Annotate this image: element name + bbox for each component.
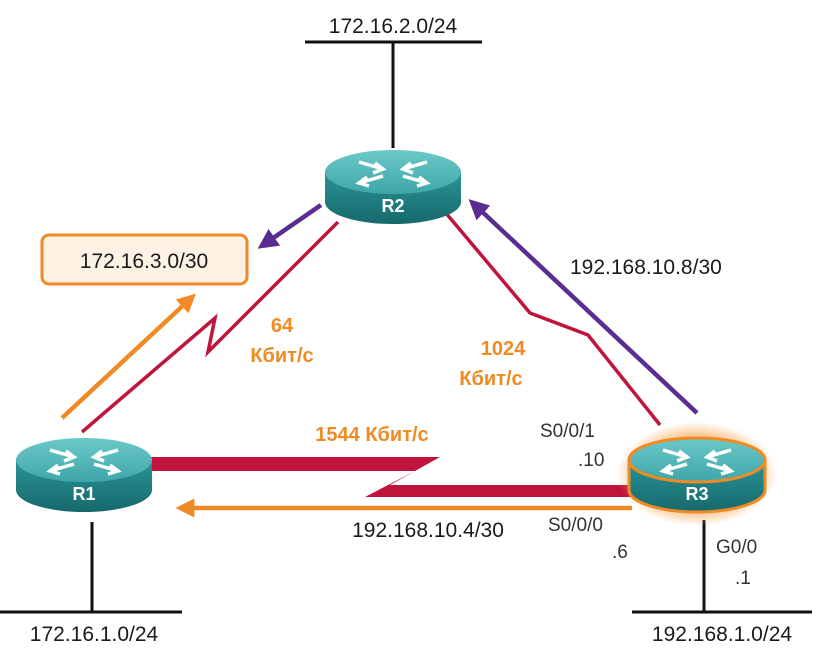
serial-link-r1-r3: [145, 457, 635, 497]
interface-ip-s000: .6: [612, 542, 628, 563]
serial-link-r2-r3: [443, 210, 662, 427]
lan-segment-r2: [305, 40, 482, 148]
router-r2[interactable]: R2: [325, 150, 461, 224]
router-r3-label: R3: [685, 484, 708, 504]
router-r1-label: R1: [72, 484, 95, 504]
interface-label-s000: S0/0/0: [548, 515, 603, 536]
router-r2-label: R2: [381, 196, 404, 216]
route-arrow-r2-to-network: [257, 203, 323, 249]
network-label-r3-lan: 192.168.1.0/24: [652, 623, 792, 646]
serial-link-r1-r2: [80, 220, 340, 434]
speed-label-r2-r3-unit: Кбит/с: [459, 368, 522, 390]
router-icon: [325, 150, 461, 224]
interface-ip-s001: .10: [578, 450, 604, 471]
lan-segment-r1: [0, 522, 182, 614]
network-label-r2-r3: 192.168.10.8/30: [570, 256, 722, 279]
route-arrow-r1-to-network: [60, 293, 196, 420]
lan-segment-r3: [632, 520, 812, 614]
route-arrow-r3-to-r2: [468, 199, 699, 415]
network-label-r1-r2: 172.16.3.0/30: [80, 250, 208, 273]
router-icon: [16, 438, 152, 512]
interface-label-s001: S0/0/1: [540, 421, 595, 442]
speed-label-r1-r2-unit: Кбит/с: [250, 345, 313, 367]
speed-label-r1-r3: 1544 Кбит/с: [315, 424, 428, 446]
network-label-r2-lan: 172.16.2.0/24: [329, 15, 458, 38]
router-r1[interactable]: R1: [16, 438, 152, 512]
interface-label-g00: G0/0: [716, 537, 757, 558]
network-label-r1-r3: 192.168.10.4/30: [352, 519, 504, 542]
speed-label-r2-r3-value: 1024: [481, 338, 526, 360]
router-r3[interactable]: R3: [617, 422, 777, 526]
speed-label-r1-r2-value: 64: [271, 315, 294, 337]
destination-network-box: [40, 233, 249, 286]
network-label-r1-lan: 172.16.1.0/24: [30, 623, 159, 646]
router-icon: [627, 436, 767, 514]
interface-ip-g00: .1: [735, 568, 751, 589]
